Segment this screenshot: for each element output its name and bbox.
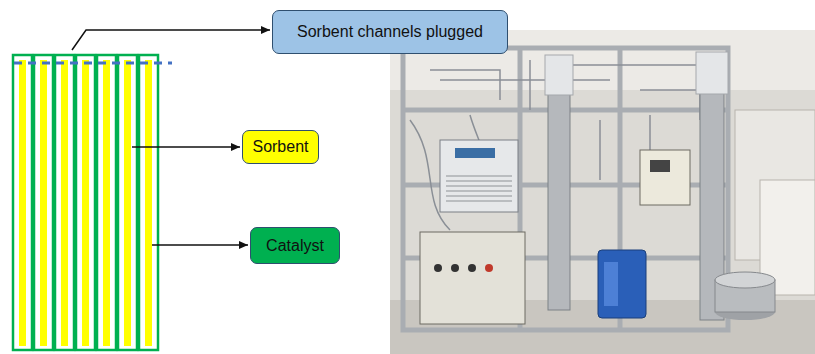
legend-box: Catalyst [250,227,340,264]
callout-box: Sorbent channels plugged [272,10,508,54]
channel-schematic [13,55,172,350]
box-label: Sorbent [252,137,308,156]
plug-line [14,62,172,65]
box-label: Catalyst [266,236,324,255]
leader-arrow [72,30,270,50]
box-label: Sorbent channels plugged [297,22,483,41]
leader-arrow [132,146,240,148]
leader-arrow [152,244,248,246]
legend-box: Sorbent [242,130,319,164]
test-rig-photo [390,30,815,354]
